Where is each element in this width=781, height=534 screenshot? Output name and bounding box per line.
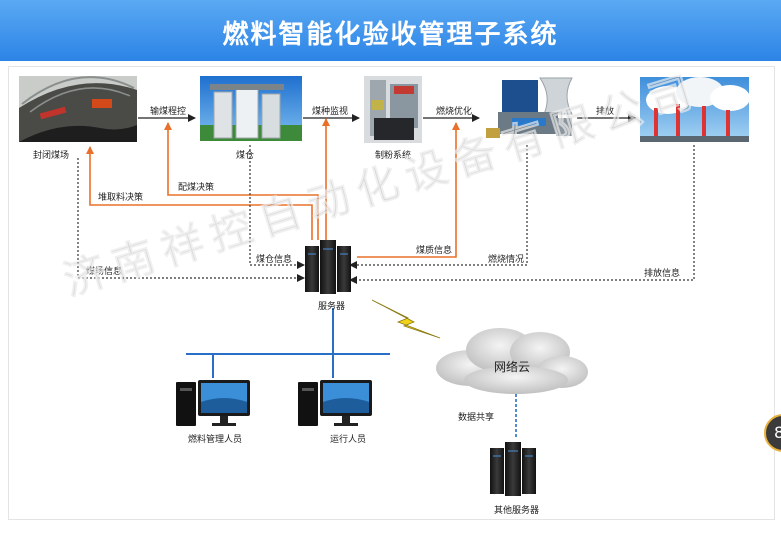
combustion-status-label: 燃烧情况 (488, 255, 525, 265)
operators-label: 运行人员 (330, 435, 367, 445)
coal-bunker-label: 煤仓 (236, 151, 255, 161)
server-icon (305, 240, 351, 294)
info-arrows (77, 145, 695, 284)
emission-image (640, 77, 750, 142)
emission-info-label: 排放信息 (644, 269, 681, 279)
stacking-decision-label: 堆取料决策 (98, 193, 144, 203)
bunker-info-label: 煤仓信息 (256, 255, 293, 265)
yard-info-label: 煤场信息 (86, 267, 123, 277)
lan-lines (186, 308, 390, 378)
other-servers-icon (490, 442, 536, 496)
pulverizing-label: 制粉系统 (375, 151, 412, 161)
operator-computer-icon (298, 380, 372, 426)
fuel-staff-label: 燃料管理人员 (188, 435, 243, 445)
blending-decision-label: 配煤决策 (178, 183, 215, 193)
quality-info-label: 煤质信息 (416, 246, 453, 256)
coal-yard-image (19, 76, 137, 142)
type-monitor-label: 煤种监视 (312, 107, 349, 117)
emission-flow-label: 排放 (596, 107, 615, 117)
wireless-link-icon (371, 299, 441, 339)
network-cloud-icon (436, 328, 588, 394)
coal-yard-label: 封闭煤场 (33, 151, 70, 161)
title-banner: 燃料智能化验收管理子系统 (0, 0, 781, 61)
pulverizing-image (364, 76, 422, 143)
coal-bunker-image (200, 76, 302, 141)
cloud-label: 网络云 (494, 360, 531, 374)
transport-control-label: 输煤程控 (150, 107, 187, 117)
decision-arrows (86, 118, 460, 258)
server-label: 服务器 (318, 302, 346, 312)
page-title: 燃料智能化验收管理子系统 (222, 20, 559, 50)
other-servers-label: 其他服务器 (494, 506, 540, 516)
fuel-staff-computer-icon (176, 380, 250, 426)
boiler-image (484, 76, 576, 142)
combustion-opt-label: 燃烧优化 (436, 107, 473, 117)
data-share-label: 数据共享 (458, 413, 495, 423)
